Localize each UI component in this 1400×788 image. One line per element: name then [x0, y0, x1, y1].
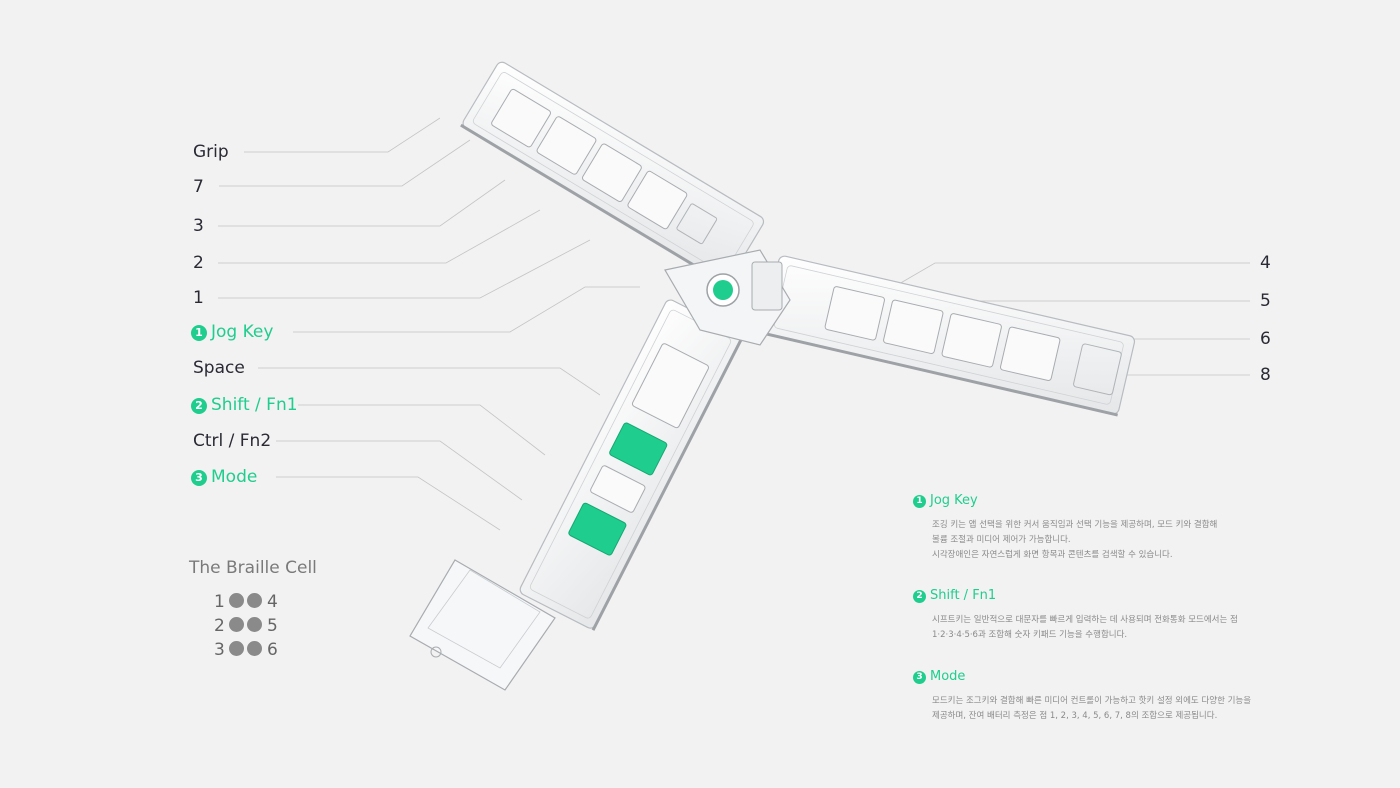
label-key-1: 1 [193, 288, 204, 308]
label-ctrl-fn2: Ctrl / Fn2 [193, 431, 272, 451]
label-key-4: 4 [1260, 253, 1271, 273]
desc-jog-key-body: 조깅 키는 앱 선택을 위한 커서 움직임과 선택 기능을 제공하며, 모드 키… [932, 520, 1218, 560]
lower-arm [519, 299, 745, 631]
label-key-5: 5 [1260, 291, 1271, 311]
grip-cap [409, 559, 556, 691]
jog-key-knob [713, 280, 733, 300]
label-space: Space [193, 358, 245, 378]
braille-dot [247, 617, 262, 632]
hub [664, 249, 791, 346]
braille-dot [229, 593, 244, 608]
braille-dot [229, 641, 244, 656]
leader-lines-left [218, 117, 640, 531]
label-key-6: 6 [1260, 329, 1271, 349]
label-key-2: 2 [193, 253, 204, 273]
label-key-8: 8 [1260, 365, 1271, 385]
braille-dot [247, 641, 262, 656]
badge-3: 3 [191, 470, 207, 486]
badge-2: 2 [191, 398, 207, 414]
right-arm [761, 255, 1136, 417]
label-key-7: 7 [193, 177, 204, 197]
braille-cell-title: The Braille Cell [189, 558, 317, 578]
label-grip: Grip [193, 142, 229, 162]
desc-shift-fn1-body: 시프트키는 일반적으로 대문자를 빠르게 입력하는 데 사용되며 전화통화 모드… [932, 615, 1238, 640]
braille-dot [247, 593, 262, 608]
badge-1: 1 [191, 325, 207, 341]
upper-arm [460, 61, 765, 287]
label-key-3: 3 [193, 216, 204, 236]
braille-dot [229, 617, 244, 632]
desc-mode-body: 모드키는 조그키와 결합해 빠른 미디어 컨트롤이 가능하고 핫키 설정 외에도… [932, 696, 1252, 721]
